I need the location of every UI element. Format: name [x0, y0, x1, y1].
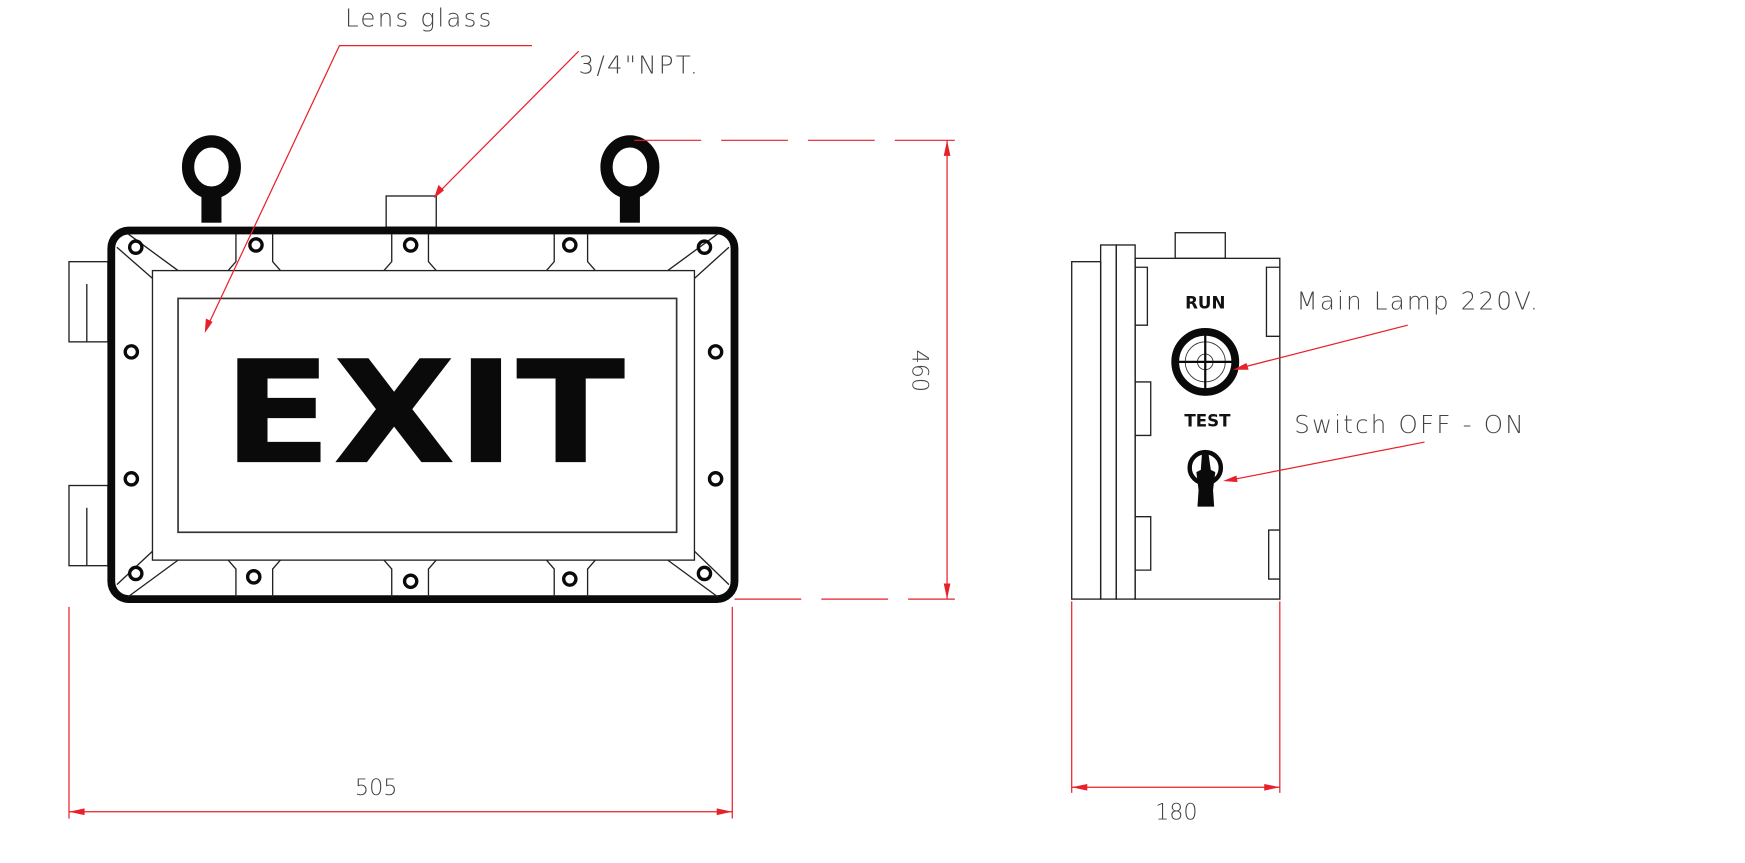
bolt-icon: [402, 237, 419, 253]
test-label: TEST: [1184, 411, 1231, 430]
width-dimension-label: 505: [355, 775, 397, 801]
depth-dimension-label: 180: [1155, 800, 1197, 826]
main-lamp-indicator-icon: [1171, 327, 1240, 396]
callout-switch: Switch OFF - ON: [1294, 410, 1525, 439]
test-switch-icon: [1187, 449, 1224, 507]
callout-main-lamp: Main Lamp 220V.: [1297, 287, 1540, 316]
bolts: [123, 237, 724, 590]
bolt-icon: [127, 565, 144, 582]
enclosure-outline: [107, 226, 739, 603]
bolt-icon: [123, 471, 140, 487]
run-label: RUN: [1185, 293, 1225, 312]
eye-bolt-left-icon: [181, 135, 241, 223]
bolt-icon: [248, 237, 264, 253]
eye-bolt-right-icon: [600, 135, 660, 223]
bolt-icon: [562, 237, 578, 253]
bolt-icon: [707, 344, 724, 360]
bolt-icon: [127, 239, 144, 256]
exit-sign-text: EXIT: [223, 330, 626, 496]
front-view: EXIT Lens glass 3/4"NPT. 505 460: [68, 4, 955, 819]
bolt-icon: [696, 239, 713, 256]
lens-glass: [177, 297, 678, 534]
npt-port: [385, 195, 437, 228]
cable-gland-top: [68, 261, 109, 343]
bolt-icon: [696, 565, 713, 582]
callout-lens-glass: Lens glass: [345, 4, 494, 33]
bolt-icon: [245, 569, 262, 585]
height-dimension-label: 460: [907, 350, 933, 392]
bolt-icon: [707, 471, 724, 487]
inner-frame: [151, 269, 696, 561]
callout-npt: 3/4"NPT.: [579, 50, 700, 79]
side-view: RUN TEST Main Lamp 220V. Switch OFF - ON…: [1071, 232, 1540, 826]
cable-gland-bottom: [68, 484, 109, 567]
bolt-icon: [402, 573, 419, 590]
bolt-icon: [123, 344, 140, 360]
bolt-icon: [562, 571, 578, 587]
